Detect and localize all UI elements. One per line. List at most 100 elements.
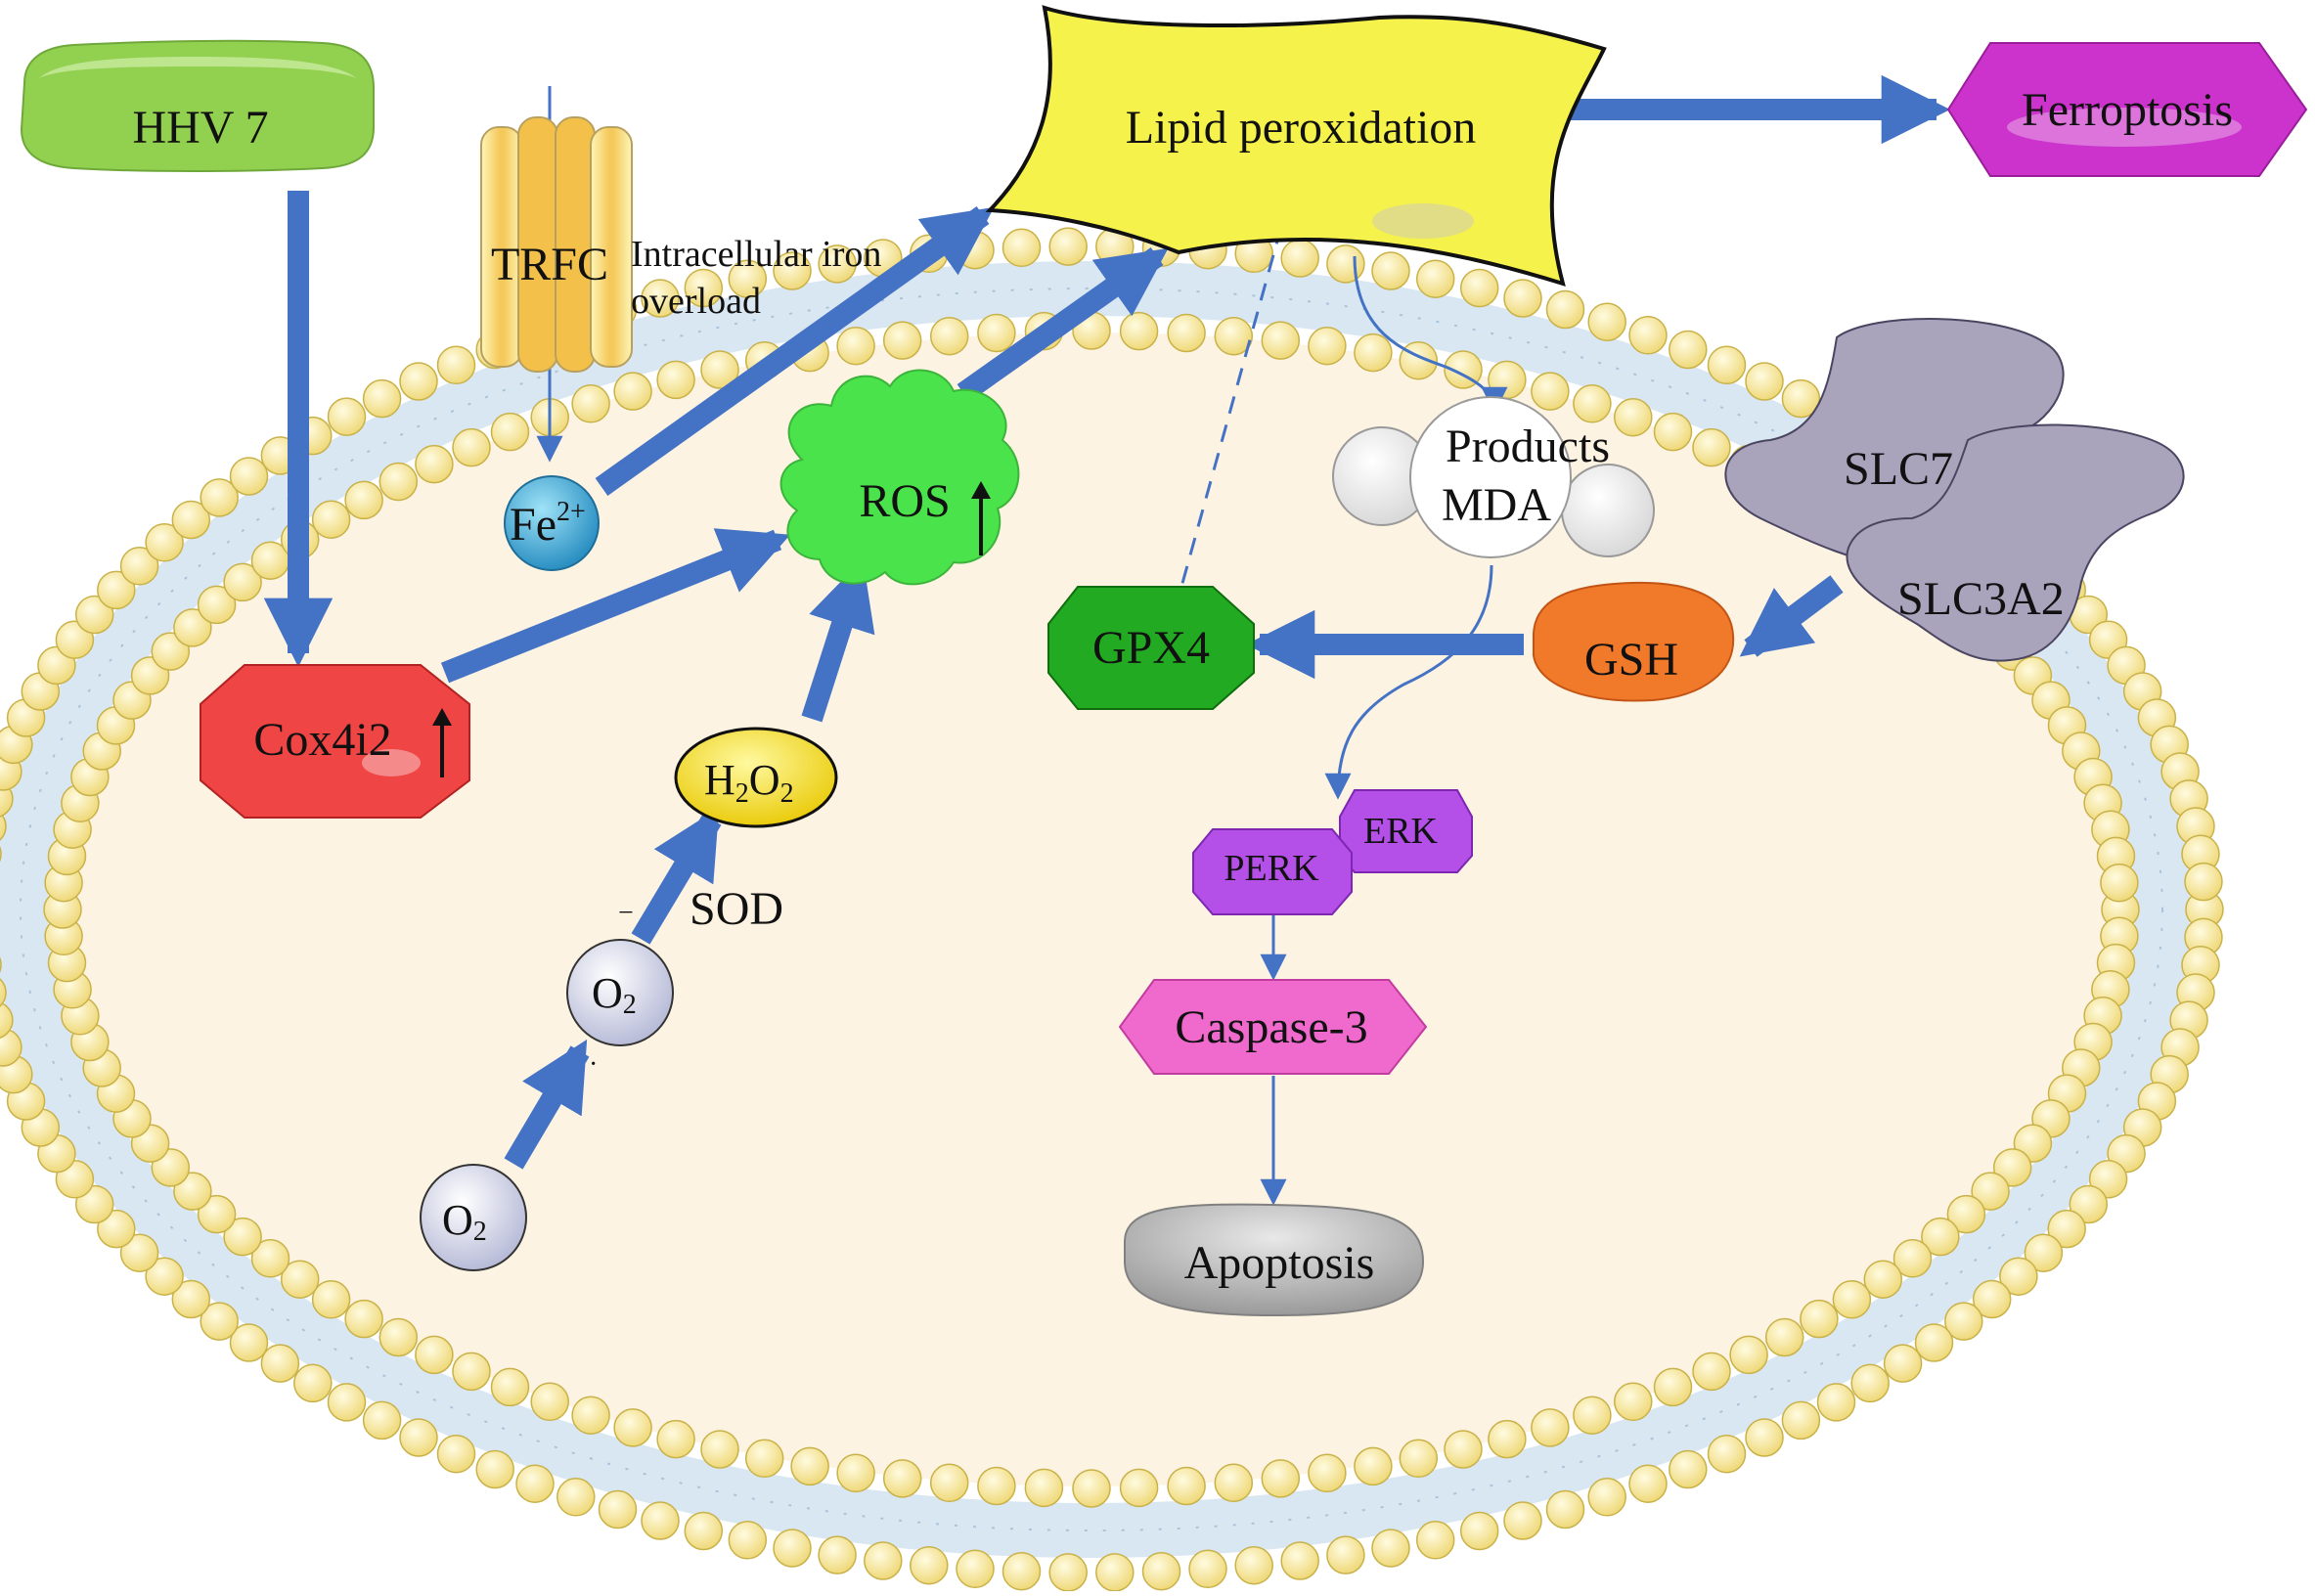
arrow-oxygen-to-superoxide	[504, 1039, 590, 1170]
lipid-head	[229, 457, 269, 496]
arrow-superoxide-to-h2o2	[631, 807, 722, 945]
lipid-head	[818, 244, 857, 284]
lipid-head	[700, 1430, 739, 1469]
lipid-head	[223, 1217, 262, 1257]
lipid-head	[571, 384, 610, 423]
lipid-head	[327, 397, 367, 436]
lipid-head	[1354, 332, 1393, 373]
svg-text:O2: O2	[592, 969, 637, 1020]
lipid-head	[1371, 1529, 1410, 1568]
lipid-head	[1972, 1279, 2012, 1319]
lipid-head	[744, 1439, 784, 1479]
lipid-head	[641, 279, 680, 318]
hhv7-node: HHV 7	[20, 39, 375, 172]
lipid-head	[1531, 372, 1570, 411]
lipid-head	[1002, 1551, 1042, 1591]
lipid-head	[1261, 1459, 1301, 1498]
lipid-head	[280, 1260, 320, 1299]
lipid-head	[1280, 1541, 1319, 1580]
ferroptosis-label: Ferroptosis	[2022, 84, 2233, 136]
lipid-head	[0, 978, 7, 1007]
apoptosis-node: Apoptosis	[1124, 1203, 1425, 1317]
lipid-head	[1141, 1551, 1181, 1591]
lipid-head	[1002, 228, 1042, 268]
lipid-head	[773, 251, 812, 290]
arrow-h2o2-to-ros	[801, 558, 875, 723]
lipid-head	[97, 570, 136, 610]
lipid-head	[1587, 1478, 1626, 1517]
fe-label: Fe	[510, 499, 556, 551]
lipid-head	[910, 1545, 949, 1585]
lipid-head	[1415, 1521, 1455, 1560]
arrow-lipid-to-products	[1353, 255, 1508, 414]
lipid-head	[700, 350, 739, 389]
lipid-head	[145, 1257, 184, 1296]
lipid-head	[956, 1549, 995, 1589]
lipid-head	[378, 462, 419, 502]
lipid-head	[1531, 1408, 1570, 1447]
lipid-head	[436, 1434, 476, 1474]
lipid-head	[74, 595, 114, 635]
lipid-head	[452, 1352, 491, 1392]
lipid-head	[1781, 1400, 1821, 1441]
lipid-head	[327, 1383, 367, 1422]
h2o2-h: H	[704, 756, 735, 804]
lipid-head	[1280, 239, 1319, 278]
lipid-head	[119, 1233, 159, 1272]
lipid-head	[882, 1459, 922, 1498]
lipid-head	[1816, 1383, 1856, 1422]
ros-node: ROS	[779, 369, 1020, 586]
lipid-head	[1024, 1468, 1064, 1508]
lipid-head	[728, 1521, 768, 1560]
lipid-head	[1167, 313, 1206, 353]
lipid-head	[598, 1489, 638, 1530]
lipid-head	[1308, 326, 1347, 366]
lipid-head	[229, 1323, 269, 1362]
lipid-head	[836, 326, 875, 366]
lipid-head	[818, 1535, 857, 1574]
lipid-head	[790, 1446, 829, 1486]
lipid-head	[260, 1344, 300, 1383]
slc3a2-label: SLC3A2	[1897, 573, 2065, 625]
h2o2-sub2: 2	[780, 778, 794, 809]
lipid-head	[490, 1367, 530, 1407]
lipid-head	[171, 500, 211, 540]
superoxide-dot: ·	[589, 1049, 598, 1080]
lipid-head	[1214, 316, 1254, 356]
cox4i2-node: Cox4i2	[200, 664, 470, 819]
lipid-head	[1326, 1535, 1365, 1574]
gpx4-node: GPX4	[1047, 586, 1255, 710]
lipid-head	[571, 1396, 610, 1435]
lipid-head	[1214, 1463, 1254, 1503]
lipid-head	[1488, 1419, 1527, 1459]
lipid-head	[1946, 1194, 1986, 1234]
lipid-head	[1573, 1396, 1612, 1435]
lipid-head	[656, 360, 695, 400]
lipid-head	[1628, 316, 1668, 355]
lipid-head	[415, 444, 454, 484]
lipid-head	[197, 1194, 237, 1234]
dashed-inhibition-lipid-gpx4	[1180, 226, 1283, 588]
lipid-head	[145, 523, 184, 562]
lipid-head	[864, 1541, 903, 1580]
lipid-head	[399, 1418, 438, 1457]
lipid-head	[1095, 1553, 1135, 1592]
lipid-head	[613, 1408, 652, 1447]
arrow-cox4i2-to-ros	[440, 528, 791, 684]
lipid-head	[452, 427, 491, 467]
lipid-head	[362, 378, 402, 419]
lipid-head	[197, 585, 237, 625]
lipid-head	[1444, 1430, 1483, 1469]
lipid-head	[1399, 1439, 1439, 1479]
gsh-label: GSH	[1584, 634, 1678, 686]
arrow-products-to-perk	[1324, 564, 1493, 800]
trfc-channel: TRFC	[480, 116, 633, 373]
perk-label: PERK	[1224, 848, 1319, 889]
lipid-head	[1692, 427, 1731, 467]
lipid-head	[1883, 1344, 1923, 1383]
thick-arrows	[263, 74, 1951, 1170]
lipid-head	[929, 1463, 969, 1503]
lipid-head	[515, 1464, 555, 1503]
lipid-head	[344, 480, 383, 520]
